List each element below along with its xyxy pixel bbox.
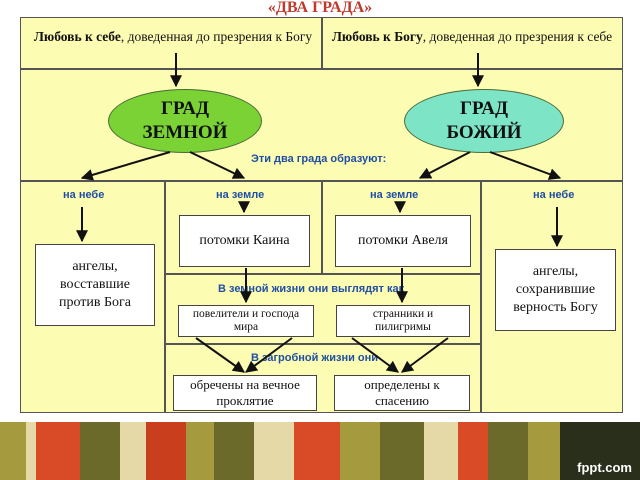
fppt-logo: fppt.com: [577, 460, 632, 475]
divider: [20, 68, 623, 70]
divider: [164, 273, 482, 275]
caption-form: Эти два града образуют:: [251, 153, 387, 165]
col-label-earth-right: на земле: [370, 189, 419, 201]
city-godly-oval: ГРАД БОЖИЙ: [404, 89, 564, 153]
col-label-heaven-left: на небе: [63, 189, 105, 201]
header-right: Любовь к Богу, доведенная до презрения к…: [331, 29, 613, 44]
box-damned: обречены на вечное проклятие: [173, 375, 317, 411]
divider: [321, 180, 323, 275]
col-label-earth-left: на земле: [216, 189, 265, 201]
divider: [321, 17, 323, 69]
divider: [164, 343, 482, 345]
caption-afterlife: В загробной жизни они: [251, 352, 379, 364]
divider: [480, 180, 482, 413]
arrow: [195, 337, 245, 373]
arrow: [189, 151, 246, 179]
arrow: [401, 337, 449, 373]
decorative-stripes: [0, 422, 640, 480]
arrow: [418, 151, 471, 179]
box-angels-faithful: ангелы, сохранившие верность Богу: [495, 249, 616, 331]
city-earthly-oval: ГРАД ЗЕМНОЙ: [108, 89, 262, 153]
arrow: [351, 337, 399, 373]
arrow: [245, 337, 293, 373]
header-left: Любовь к себе, доведенная до презрения к…: [33, 29, 313, 44]
arrow: [80, 151, 171, 181]
box-cain: потомки Каина: [179, 215, 310, 267]
box-abel: потомки Авеля: [335, 215, 471, 267]
box-saved: определены к спасению: [334, 375, 470, 411]
caption-earthly-life: В земной жизни они выглядят как: [218, 283, 405, 295]
box-pilgrims: странники и пилигримы: [336, 305, 470, 337]
box-angels-fallen: ангелы, восставшие против Бога: [35, 244, 155, 326]
divider: [164, 180, 166, 413]
col-label-heaven-right: на небе: [533, 189, 575, 201]
slide-title: «ДВА ГРАДА»: [267, 0, 373, 16]
arrow: [489, 151, 562, 180]
box-rulers: повелители и господа мира: [178, 305, 314, 337]
